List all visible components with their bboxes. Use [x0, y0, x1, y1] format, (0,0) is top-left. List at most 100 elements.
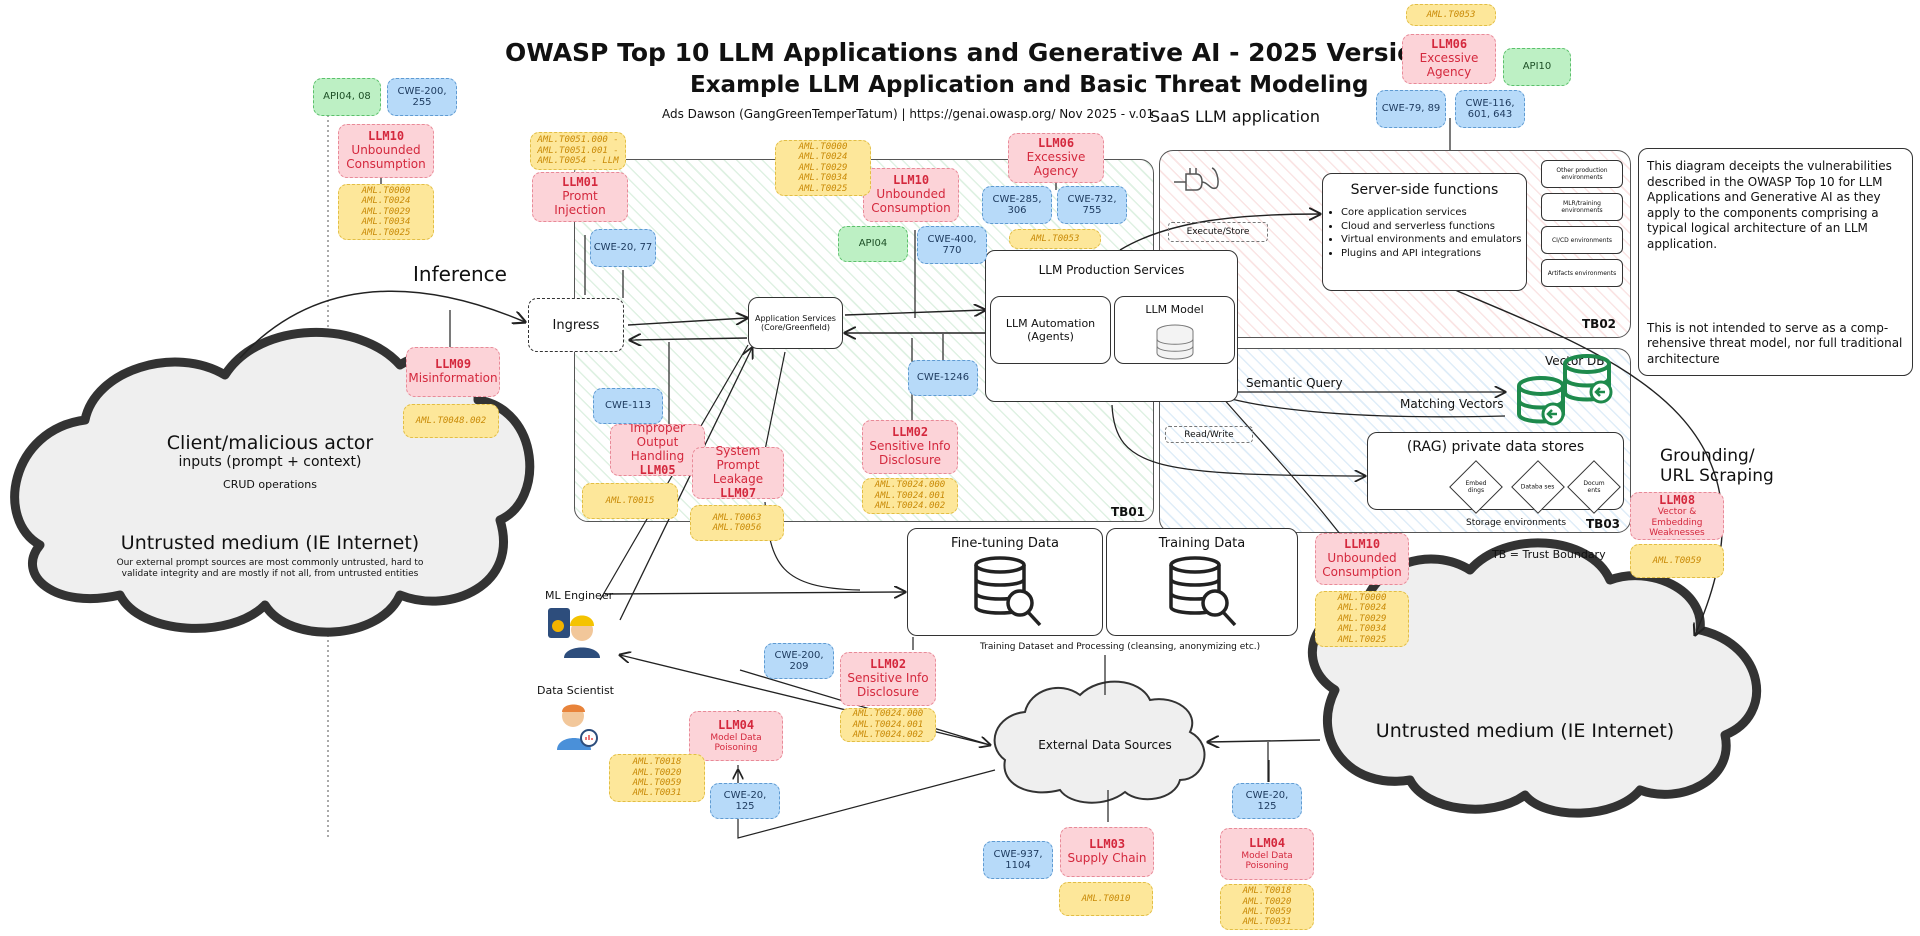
- plug-icon: [1174, 167, 1219, 191]
- read-write-text: Read/Write: [1184, 429, 1234, 440]
- api-tag: API04: [838, 226, 908, 262]
- ml-engineer-label: ML Engineer: [545, 589, 614, 602]
- semantic-query-label: Semantic Query: [1246, 376, 1343, 390]
- tb02-label: TB02: [1582, 317, 1617, 331]
- storage-env-label: Storage environments: [1466, 518, 1567, 528]
- aml-tag: AML.T0018 AML.T0020 AML.T0059 AML.T0031: [1220, 884, 1314, 930]
- llm-automation-label: LLM Automation (Agents): [1005, 317, 1096, 343]
- aml-tag: AML.T0024.000 AML.T0024.001 AML.T0024.00…: [840, 708, 936, 742]
- server-function-item: Cloud and serverless functions: [1341, 220, 1526, 234]
- env-box-label: Artifacts environments: [1547, 269, 1617, 277]
- vector-db-icon: [1517, 354, 1613, 426]
- client-medium-note: Our external prompt sources are most com…: [116, 558, 424, 580]
- aml-tag: AML.T0000 AML.T0024 AML.T0029 AML.T0034 …: [1315, 591, 1409, 647]
- database-search-icon: [974, 556, 1042, 627]
- env-box-label: Other production environments: [1556, 167, 1608, 181]
- llm-production-services: LLM Production Services LLM Automation (…: [985, 250, 1238, 402]
- cwe-tag: CWE-116, 601, 643: [1455, 90, 1525, 128]
- cwe-tag: CWE-400, 770: [917, 226, 987, 264]
- client-medium-text: Untrusted medium (IE Internet) Our exter…: [110, 532, 430, 581]
- ingress-box: Ingress: [528, 298, 624, 352]
- env-box-label: CI/CD environments: [1551, 236, 1613, 244]
- tb-legend: TB = Trust Boundary: [1492, 548, 1606, 561]
- aml-tag: AML.T0053: [1406, 4, 1496, 26]
- aml-tag: AML.T0063 AML.T0056: [690, 505, 784, 541]
- llm-automation-box: LLM Automation (Agents): [990, 296, 1111, 364]
- description-panel: This diagram deceipts the vulnerabilitie…: [1638, 148, 1913, 376]
- execute-store-label: Execute/Store: [1168, 222, 1268, 242]
- env-box: MLR/training environments: [1541, 193, 1623, 221]
- api-tag: API04, 08: [313, 78, 381, 116]
- description-p1: This diagram deceipts the vulnerabilitie…: [1647, 159, 1892, 251]
- data-scientist-avatar: [557, 704, 598, 750]
- diagram-subtitle: Example LLM Application and Basic Threat…: [690, 72, 1369, 98]
- env-box: Other production environments: [1541, 160, 1623, 188]
- matching-vectors-label: Matching Vectors: [1400, 397, 1504, 411]
- cwe-tag: CWE-200, 209: [764, 643, 834, 679]
- inference-label: Inference: [413, 262, 507, 286]
- database-search-icon: [1169, 556, 1237, 627]
- aml-tag: AML.T0018 AML.T0020 AML.T0059 AML.T0031: [609, 754, 705, 802]
- aml-tag: AML.T0053: [1009, 229, 1101, 249]
- aml-tag: AML.T0051.000 - AML.T0051.001 - AML.T005…: [530, 132, 626, 170]
- client-cloud-text: Client/malicious actor inputs (prompt + …: [60, 432, 480, 491]
- server-function-item: Plugins and API integrations: [1341, 247, 1526, 261]
- author-byline: Ads Dawson (GangGreenTemperTatum) | http…: [662, 107, 1155, 121]
- client-cloud: [10, 328, 535, 637]
- server-function-item: Core application services: [1341, 206, 1526, 220]
- server-side-title: Server-side functions: [1350, 182, 1499, 198]
- client-medium-title: Untrusted medium (IE Internet): [120, 532, 420, 554]
- data-scientist-label: Data Scientist: [537, 684, 614, 697]
- model-db-icon: [1156, 324, 1194, 360]
- cwe-tag: CWE-285, 306: [982, 186, 1052, 224]
- application-services-label: Application Services (Core/Greenfield): [755, 314, 836, 332]
- aml-tag: AML.T0010: [1059, 882, 1153, 916]
- cwe-tag: CWE-79, 89: [1376, 90, 1446, 128]
- grounding-label: Grounding/ URL Scraping: [1660, 446, 1774, 486]
- description-p2: This is not intended to serve as a comp-…: [1647, 320, 1903, 366]
- ml-engineer-avatar: [548, 608, 600, 658]
- ingress-label: Ingress: [552, 317, 600, 333]
- cwe-tag: CWE-20, 77: [590, 229, 656, 267]
- saas-label: SaaS LLM application: [1150, 107, 1320, 126]
- cwe-tag: CWE-1246: [908, 360, 978, 396]
- crud-label: CRUD operations: [223, 478, 317, 491]
- aml-tag: AML.T0000 AML.T0024 AML.T0029 AML.T0034 …: [338, 184, 434, 240]
- external-data-label: External Data Sources: [1038, 738, 1172, 752]
- cwe-tag: CWE-937, 1104: [983, 841, 1053, 879]
- env-box: CI/CD environments: [1541, 226, 1623, 254]
- aml-tag: AML.T0000 AML.T0024 AML.T0029 AML.T0034 …: [775, 140, 871, 196]
- aml-tag: AML.T0048.002: [403, 404, 499, 438]
- env-box-label: MLR/training environments: [1561, 200, 1603, 214]
- external-data-cloud: [993, 680, 1206, 804]
- execute-store-text: Execute/Store: [1186, 227, 1250, 237]
- training-label: Training Data: [1158, 536, 1246, 551]
- env-box: Artifacts environments: [1541, 259, 1623, 287]
- server-side-functions-box: Server-side functions Core application s…: [1322, 173, 1527, 291]
- tb03-label: TB03: [1586, 517, 1621, 531]
- fine-tuning-data-box: Fine-tuning Data: [907, 528, 1103, 636]
- server-function-item: Virtual environments and emulators: [1341, 233, 1526, 247]
- cwe-tag: CWE-113: [593, 388, 663, 424]
- server-functions-list: Core application services Cloud and serv…: [1329, 206, 1526, 260]
- fine-tuning-label: Fine-tuning Data: [951, 536, 1059, 551]
- cwe-tag: CWE-20, 125: [710, 783, 780, 819]
- rag-title: (RAG) private data stores: [1406, 439, 1585, 455]
- training-data-box: Training Data: [1106, 528, 1298, 636]
- cwe-tag: CWE-20, 125: [1232, 783, 1302, 819]
- llm-model-label: LLM Model: [1145, 303, 1204, 316]
